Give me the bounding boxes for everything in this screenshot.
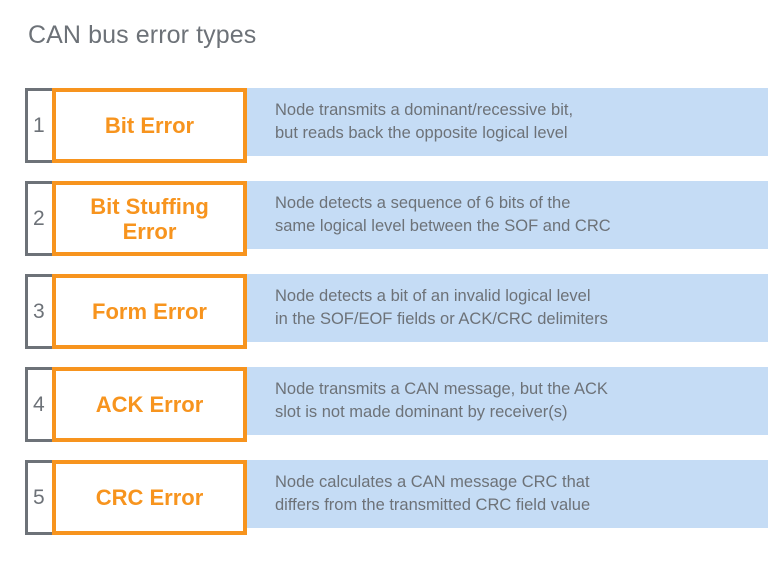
error-description-line: Node detects a bit of an invalid logical… (275, 287, 591, 305)
error-description-text: Node detects a sequence of 6 bits of the… (275, 192, 611, 238)
error-type-label-line: Bit Error (104, 113, 195, 138)
error-description-text: Node transmits a CAN message, but the AC… (275, 378, 608, 424)
error-type-row: Node transmits a dominant/recessive bit,… (0, 88, 768, 163)
error-type-list: Node transmits a dominant/recessive bit,… (0, 88, 768, 553)
error-type-label: Form Error (88, 299, 211, 324)
error-type-label-line: ACK Error (95, 392, 204, 417)
error-type-label-line: Bit Stuffing (90, 193, 209, 219)
error-description-line: same logical level between the SOF and C… (275, 217, 611, 235)
page-title: CAN bus error types (28, 21, 257, 49)
error-type-box: Form Error (52, 274, 247, 349)
error-number-label: 5 (33, 486, 45, 509)
error-type-label: CRC Error (92, 485, 208, 510)
error-description-band: Node calculates a CAN message CRC that di… (247, 460, 768, 528)
error-description-line: Node detects a sequence of 6 bits of the (275, 194, 571, 212)
error-type-row: Node calculates a CAN message CRC that di… (0, 460, 768, 535)
error-number-label: 4 (33, 393, 45, 416)
error-description-line: differs from the transmitted CRC field v… (275, 496, 591, 514)
error-number-label: 2 (33, 207, 45, 230)
error-description-text: Node detects a bit of an invalid logical… (275, 285, 608, 331)
error-type-label-line: CRC Error (95, 485, 204, 510)
error-type-box: Bit Error (52, 88, 247, 163)
error-number-box: 5 (25, 460, 57, 535)
error-description-line: but reads back the opposite logical leve… (275, 124, 568, 142)
error-description-line: slot is not made dominant by receiver(s) (275, 403, 568, 421)
error-number-label: 3 (33, 300, 45, 323)
error-description-line: Node transmits a dominant/recessive bit, (275, 101, 574, 119)
error-description-line: in the SOF/EOF fields or ACK/CRC delimit… (275, 310, 608, 328)
error-description-line: Node transmits a CAN message, but the AC… (275, 380, 608, 398)
error-type-box: ACK Error (52, 367, 247, 442)
error-number-box: 1 (25, 88, 57, 163)
error-description-band: Node transmits a CAN message, but the AC… (247, 367, 768, 435)
error-type-label: ACK Error (92, 392, 208, 417)
error-type-label: Bit Error (101, 113, 198, 138)
error-type-box: CRC Error (52, 460, 247, 535)
error-type-row: Node detects a bit of an invalid logical… (0, 274, 768, 349)
error-number-label: 1 (33, 114, 45, 137)
error-type-row: Node transmits a CAN message, but the AC… (0, 367, 768, 442)
error-description-band: Node detects a bit of an invalid logical… (247, 274, 768, 342)
error-description-band: Node transmits a dominant/recessive bit,… (247, 88, 768, 156)
error-type-label-line: Form Error (92, 299, 207, 324)
error-description-line: Node calculates a CAN message CRC that (275, 473, 590, 491)
error-description-band: Node detects a sequence of 6 bits of the… (247, 181, 768, 249)
error-type-label-line: Error (122, 218, 177, 244)
error-type-row: Node detects a sequence of 6 bits of the… (0, 181, 768, 256)
error-description-text: Node calculates a CAN message CRC that di… (275, 471, 590, 517)
error-number-box: 2 (25, 181, 57, 256)
error-description-text: Node transmits a dominant/recessive bit,… (275, 99, 573, 145)
